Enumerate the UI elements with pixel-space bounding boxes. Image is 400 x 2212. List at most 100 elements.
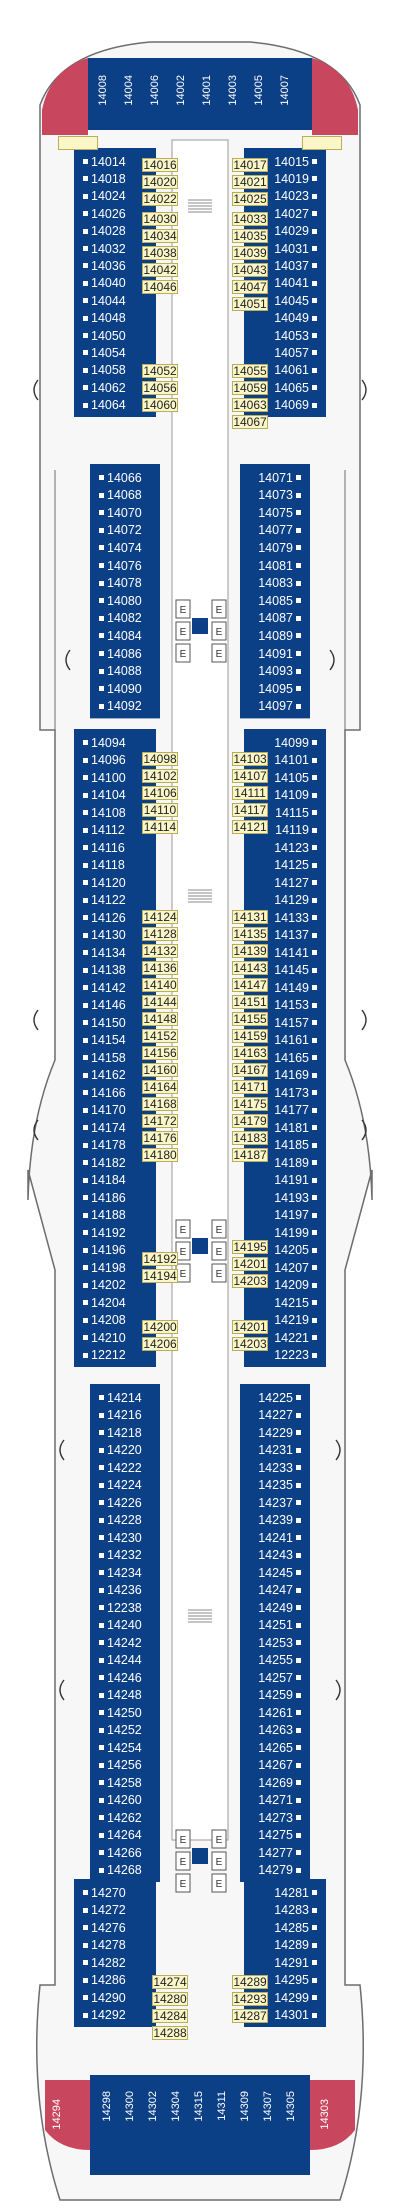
- cabin-right[interactable]: 14145: [244, 963, 320, 978]
- inside-cabin[interactable]: 14200: [142, 1320, 178, 1334]
- cabin-right[interactable]: 14215: [244, 1295, 320, 1310]
- cabin-right[interactable]: 14169: [244, 1068, 320, 1083]
- suite-cabin[interactable]: [314, 116, 358, 132]
- inside-cabin[interactable]: 14021: [232, 175, 268, 189]
- cabin-right[interactable]: 14065: [244, 380, 320, 395]
- bow-cabin[interactable]: 14006: [148, 66, 162, 114]
- inside-cabin[interactable]: 14288: [152, 2026, 188, 2040]
- cabin-right[interactable]: 14061: [244, 363, 320, 378]
- cabin-right[interactable]: 14295: [244, 1973, 320, 1988]
- cabin-right[interactable]: 14191: [244, 1173, 320, 1188]
- cabin-right[interactable]: 14083: [240, 576, 304, 591]
- cabin-left[interactable]: 14094: [80, 735, 156, 750]
- cabin-left[interactable]: 14070: [96, 505, 160, 520]
- cabin-right[interactable]: 14185: [244, 1138, 320, 1153]
- inside-cabin[interactable]: 14168: [142, 1097, 178, 1111]
- cabin-right[interactable]: 14095: [240, 681, 304, 696]
- inside-cabin[interactable]: 14284: [152, 2009, 188, 2023]
- inside-cabin[interactable]: 14052: [142, 364, 178, 378]
- cabin-right[interactable]: 14233: [240, 1460, 304, 1475]
- inside-cabin[interactable]: 14293: [232, 1992, 268, 2006]
- cabin-right[interactable]: 14087: [240, 611, 304, 626]
- cabin-left[interactable]: 14146: [80, 998, 156, 1013]
- cabin-left[interactable]: 14224: [96, 1478, 160, 1493]
- inside-cabin[interactable]: 14164: [142, 1080, 178, 1094]
- cabin-left[interactable]: 14088: [96, 664, 160, 679]
- cabin-left[interactable]: 14158: [80, 1050, 156, 1065]
- cabin-right[interactable]: 14023: [244, 189, 320, 204]
- cabin-left[interactable]: 14210: [80, 1330, 156, 1345]
- cabin-right[interactable]: 14089: [240, 628, 304, 643]
- cabin-right[interactable]: 14093: [240, 664, 304, 679]
- cabin-right[interactable]: 14257: [240, 1670, 304, 1685]
- cabin-left[interactable]: 14018: [80, 171, 156, 186]
- inside-cabin[interactable]: 14183: [232, 1131, 268, 1145]
- cabin-right[interactable]: 14137: [244, 928, 320, 943]
- cabin-left[interactable]: 14262: [96, 1810, 160, 1825]
- cabin-right[interactable]: 14045: [244, 293, 320, 308]
- inside-cabin[interactable]: 14139: [232, 944, 268, 958]
- inside-cabin[interactable]: 14043: [232, 263, 268, 277]
- cabin-right[interactable]: 14109: [244, 788, 320, 803]
- bow-cabin[interactable]: 14004: [122, 66, 136, 114]
- inside-cabin[interactable]: 14060: [142, 398, 178, 412]
- inside-cabin[interactable]: 14289: [232, 1975, 268, 1989]
- cabin-right[interactable]: 14189: [244, 1155, 320, 1170]
- cabin-left[interactable]: 14100: [80, 770, 156, 785]
- cabin-right[interactable]: 14077: [240, 523, 304, 538]
- cabin-right[interactable]: 14119: [244, 823, 320, 838]
- inside-cabin[interactable]: 14103: [232, 752, 268, 766]
- cabin-left[interactable]: 14216: [96, 1408, 160, 1423]
- cabin-left[interactable]: 14218: [96, 1425, 160, 1440]
- cabin-right[interactable]: 14079: [240, 540, 304, 555]
- cabin-left[interactable]: 14256: [96, 1758, 160, 1773]
- cabin-right[interactable]: 14259: [240, 1688, 304, 1703]
- bow-cabin[interactable]: 14007: [278, 66, 292, 114]
- stern-cabin[interactable]: 14300: [123, 2082, 137, 2130]
- inside-cabin[interactable]: 14042: [142, 263, 178, 277]
- inside-cabin[interactable]: 14056: [142, 381, 178, 395]
- cabin-left[interactable]: 14028: [80, 224, 156, 239]
- inside-cabin[interactable]: 14067: [232, 415, 268, 429]
- inside-cabin[interactable]: [302, 136, 342, 150]
- cabin-right[interactable]: 14231: [240, 1443, 304, 1458]
- cabin-right[interactable]: 14267: [240, 1758, 304, 1773]
- inside-cabin[interactable]: 14016: [142, 158, 178, 172]
- cabin-right[interactable]: 14071: [240, 470, 304, 485]
- inside-cabin[interactable]: 14187: [232, 1148, 268, 1162]
- cabin-left[interactable]: 14272: [80, 1903, 156, 1918]
- cabin-right[interactable]: 14085: [240, 593, 304, 608]
- cabin-left[interactable]: 14066: [96, 470, 160, 485]
- stern-cabin[interactable]: 14304: [169, 2082, 183, 2130]
- inside-cabin[interactable]: 14047: [232, 280, 268, 294]
- cabin-right[interactable]: 14015: [244, 154, 320, 169]
- inside-cabin[interactable]: 14033: [232, 212, 268, 226]
- cabin-right[interactable]: 14281: [244, 1885, 320, 1900]
- cabin-left[interactable]: 14170: [80, 1103, 156, 1118]
- cabin-right[interactable]: 14075: [240, 505, 304, 520]
- cabin-right[interactable]: 14265: [240, 1740, 304, 1755]
- cabin-left[interactable]: 14050: [80, 328, 156, 343]
- cabin-right[interactable]: 14291: [244, 1955, 320, 1970]
- cabin-right[interactable]: 14255: [240, 1653, 304, 1668]
- cabin-left[interactable]: 14220: [96, 1443, 160, 1458]
- cabin-left[interactable]: 14122: [80, 893, 156, 908]
- inside-cabin[interactable]: 14107: [232, 769, 268, 783]
- inside-cabin[interactable]: 14143: [232, 961, 268, 975]
- cabin-right[interactable]: 14277: [240, 1845, 304, 1860]
- cabin-left[interactable]: 14086: [96, 646, 160, 661]
- cabin-left[interactable]: 14264: [96, 1828, 160, 1843]
- cabin-right[interactable]: 14271: [240, 1793, 304, 1808]
- inside-cabin[interactable]: 14035: [232, 229, 268, 243]
- inside-cabin[interactable]: 14203: [232, 1337, 268, 1351]
- cabin-right[interactable]: 14193: [244, 1190, 320, 1205]
- cabin-right[interactable]: 14099: [244, 735, 320, 750]
- inside-cabin[interactable]: 14106: [142, 786, 178, 800]
- cabin-left[interactable]: 14174: [80, 1120, 156, 1135]
- stern-cabin[interactable]: 14311: [215, 2082, 229, 2130]
- stern-cabin[interactable]: 14307: [261, 2082, 275, 2130]
- cabin-left[interactable]: 14182: [80, 1155, 156, 1170]
- inside-cabin[interactable]: 14128: [142, 927, 178, 941]
- cabin-left[interactable]: 14048: [80, 311, 156, 326]
- cabin-right[interactable]: 14241: [240, 1530, 304, 1545]
